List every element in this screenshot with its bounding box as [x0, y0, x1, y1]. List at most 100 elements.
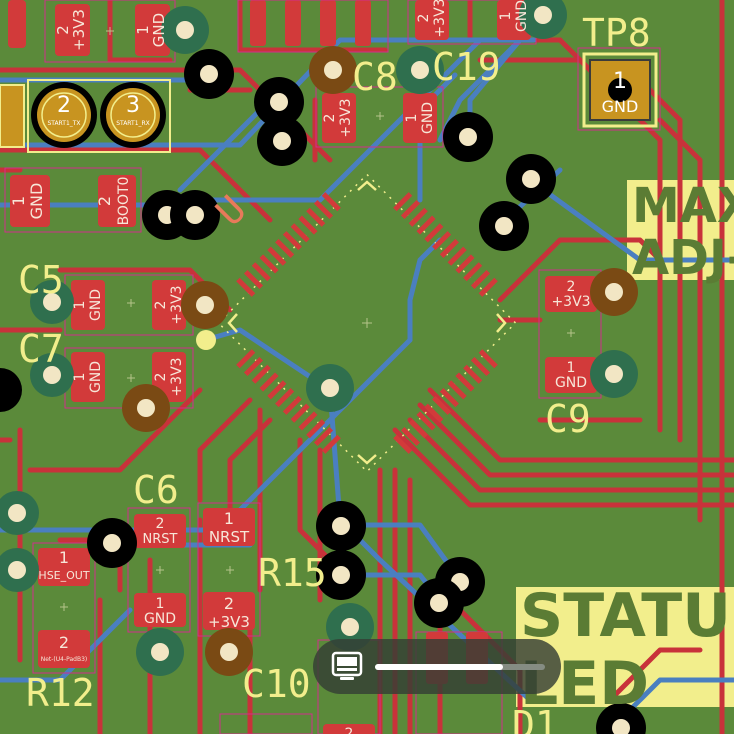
c9-footprint — [538, 269, 602, 399]
image-viewer-icon[interactable] — [331, 651, 363, 681]
r12-p1-net: HSE_OUT — [38, 569, 89, 582]
r12-p2-net: Net-(U4-PadB3) — [41, 656, 88, 663]
ref-c7: C7 — [18, 327, 64, 371]
mcu-pin — [393, 192, 413, 212]
silk-max: MAX — [632, 178, 734, 234]
ref-c8: C8 — [352, 55, 398, 99]
tl-p2-num: 2 — [54, 25, 72, 35]
ref-c10: C10 — [242, 662, 311, 706]
tp8-pad-net: GND — [602, 97, 639, 116]
mcu-pin — [400, 199, 421, 220]
c9-p2-num: 2 — [567, 279, 576, 295]
ref-c9: C9 — [545, 397, 591, 441]
r12-p2-num: 2 — [59, 633, 69, 652]
mcu-pin — [463, 364, 483, 384]
c10-pad-num: 2 — [345, 726, 354, 734]
mcu-pin — [478, 349, 498, 369]
r15-footprint — [197, 502, 261, 637]
left-th-header — [0, 79, 171, 153]
ref-tp8: TP8 — [582, 11, 651, 55]
r15-p1-num: 1 — [224, 509, 234, 528]
mcu-pin — [408, 207, 428, 227]
mcu-pin — [408, 419, 428, 439]
tl-p2-net: +3V3 — [70, 9, 88, 51]
th-pad3-num: 3 — [126, 93, 140, 118]
mcu-pin — [275, 238, 295, 258]
c19-p1-num: 1 — [498, 12, 514, 21]
boot-p1-net: GND — [27, 183, 46, 220]
mcu-pin — [439, 238, 459, 258]
c19-p2-net: +3V3 — [432, 0, 448, 38]
ref-r12: R12 — [26, 671, 95, 715]
viewer-toolbar — [313, 639, 561, 694]
r15-p2-net: +3V3 — [208, 613, 250, 631]
mcu-pin — [455, 372, 475, 392]
top-connector-outline — [237, 0, 389, 53]
tl-p1-num: 1 — [134, 25, 152, 35]
mcu-pin — [306, 419, 326, 439]
silk-status: STATUS — [520, 581, 734, 651]
mcu-pin — [432, 395, 452, 415]
mcu-pin — [463, 262, 483, 282]
tp8-pad-num: 1 — [613, 69, 627, 94]
mcu-pin — [236, 277, 256, 297]
mcu-pin — [306, 207, 326, 227]
c9-p2-net: +3V3 — [551, 294, 590, 310]
c6-p1-num: 1 — [156, 596, 165, 612]
ref-c19: C19 — [432, 45, 501, 89]
ref-c6: C6 — [133, 468, 179, 512]
th-pad2-num: 2 — [57, 93, 71, 118]
th-pad3-net: START1_RX — [116, 120, 150, 127]
mcu-pins — [236, 192, 498, 454]
boot-p2-num: 2 — [95, 196, 114, 206]
mcu-footprint — [217, 173, 517, 473]
c5-p1-num: 1 — [72, 301, 88, 310]
c7-p2-num: 2 — [153, 373, 169, 382]
mcu-pin — [267, 246, 287, 266]
r12-footprint — [32, 542, 96, 674]
ref-c5: C5 — [18, 258, 64, 302]
mcu-pin — [251, 364, 271, 384]
boot-p1-num: 1 — [9, 196, 28, 206]
mcu-pin — [424, 223, 444, 243]
ref-d1: D1 — [512, 703, 558, 734]
mcu-pin — [236, 349, 256, 369]
top-left-cap-footprint — [44, 0, 176, 63]
th-pad2-net: START1_TX — [47, 120, 80, 127]
mcu-pin — [259, 254, 279, 274]
boot-p2-net: BOOT0 — [116, 177, 132, 226]
mcu-pin-markers — [227, 180, 507, 465]
c5-p2-num: 2 — [153, 301, 169, 310]
mcu-pin — [259, 372, 279, 392]
mcu-pin — [447, 246, 467, 266]
c6-footprint — [127, 507, 191, 633]
zoom-slider[interactable] — [375, 664, 545, 670]
mcu-pin — [290, 223, 310, 243]
mcu-pin — [243, 269, 264, 290]
pad-labels: 1 GND 2 +3V3 1 GND 2 +3V3 1 GND 2 +3V3 1… — [9, 0, 638, 734]
c19-p1-net: GND — [514, 0, 530, 32]
c7-p1-net: GND — [88, 361, 104, 393]
mcu-pin — [298, 411, 318, 431]
th-pads-colored — [0, 0, 638, 676]
boot0-footprint — [4, 167, 142, 233]
mcu-pin — [282, 395, 302, 415]
mcu-pin — [282, 231, 302, 251]
mcu-pin — [267, 380, 287, 400]
r12-p1-num: 1 — [59, 548, 69, 567]
mcu-pin — [298, 215, 318, 235]
c7-p2-net: +3V3 — [169, 357, 185, 396]
mcu-pin — [432, 231, 452, 251]
mcu-pin — [400, 426, 421, 447]
mcu-pin — [455, 254, 475, 274]
c8-p2-num: 2 — [322, 114, 338, 123]
r15-p1-net: NRST — [209, 528, 250, 546]
top-connector-pins — [8, 0, 371, 48]
c5-p1-net: GND — [88, 289, 104, 321]
mcu-pin — [393, 434, 413, 454]
mcu-pin — [313, 199, 334, 220]
mcu-pin — [321, 434, 341, 454]
tl-p1-net: GND — [150, 13, 168, 47]
